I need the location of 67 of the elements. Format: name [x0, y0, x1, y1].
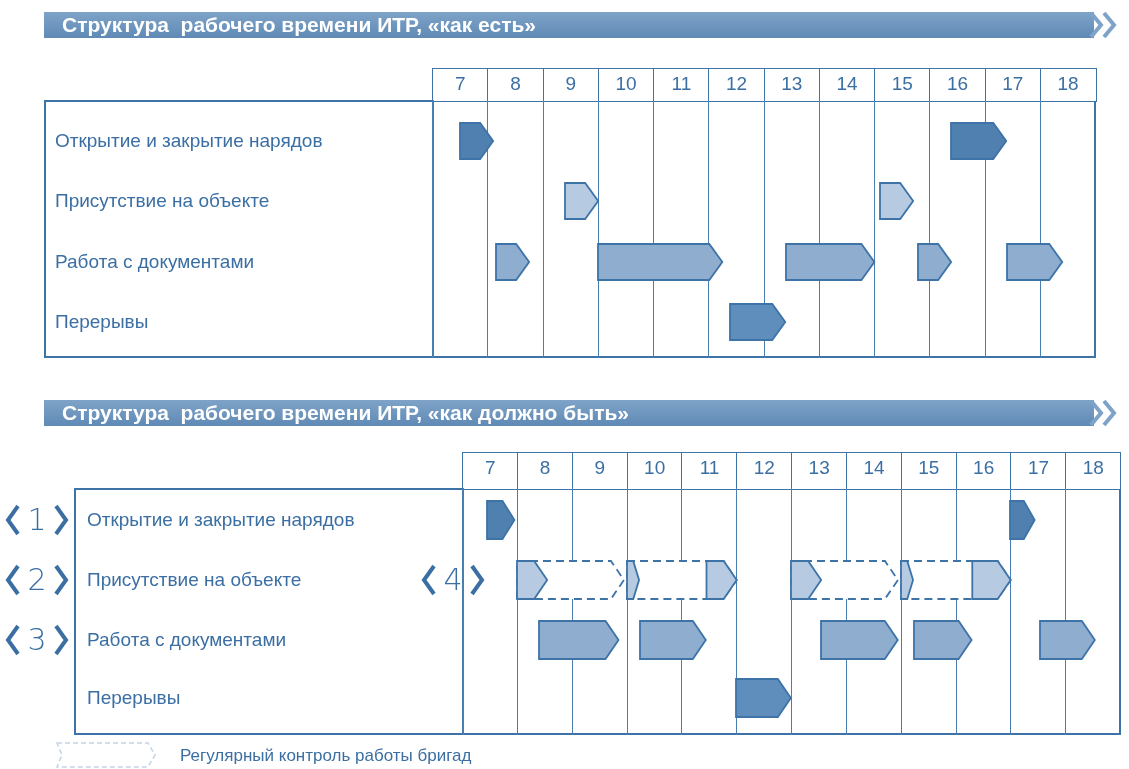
callout-number: 2: [4, 562, 70, 598]
hour-label: 10: [626, 452, 683, 490]
chevron-bar: [791, 561, 822, 599]
hour-label: 9: [571, 452, 628, 490]
row-label: Открытие и закрытие нарядов: [87, 508, 355, 532]
chevron-bar: [596, 243, 724, 281]
chevron-bar: [458, 122, 494, 160]
hour-label: 12: [708, 68, 765, 102]
row-label: Присутствие на объекте: [87, 568, 302, 592]
hour-label: 16: [955, 452, 1012, 490]
dashed-chevron-frame: [899, 560, 1012, 600]
hour-label: 7: [462, 452, 519, 490]
callout-number: 1: [4, 502, 70, 538]
chevron-bar: [913, 620, 973, 660]
hour-label: 11: [681, 452, 738, 490]
callout-number: 4: [420, 562, 486, 598]
hour-label: 15: [900, 452, 957, 490]
chevron-bar: [729, 303, 787, 341]
hour-label: 13: [791, 452, 848, 490]
row-label: Открытие и закрытие нарядов: [55, 129, 323, 153]
title-banner: Структура рабочего времени ИТР, «как есть»: [44, 12, 1094, 38]
chevron-bar: [1005, 243, 1063, 281]
chevron-bar: [735, 678, 792, 718]
chevron-bar: [494, 243, 530, 281]
hour-label: 8: [487, 68, 544, 102]
hour-label: 17: [1010, 452, 1067, 490]
hour-label: 14: [845, 452, 903, 490]
chevron-bar: [820, 620, 899, 660]
hour-label: 11: [653, 68, 710, 102]
chevron-bar: [971, 561, 1011, 599]
hour-label: 17: [984, 68, 1042, 102]
hour-label: 9: [542, 68, 600, 102]
chevron-bar: [639, 620, 707, 660]
hour-label: 15: [874, 68, 931, 102]
hour-label: 7: [432, 68, 489, 102]
chevron-bar: [706, 561, 737, 599]
chevron-bar: [900, 561, 913, 599]
legend-label: Регулярный контроль работы бригад: [180, 745, 472, 767]
hour-label: 8: [516, 452, 574, 490]
dashed-chevron-frame: [625, 560, 738, 600]
chevron-bar: [1009, 500, 1036, 540]
chevron-bar: [485, 500, 516, 540]
chevron-bar: [537, 620, 620, 660]
chevron-bar: [1039, 620, 1097, 660]
row-label: Присутствие на объекте: [55, 189, 270, 213]
row-label: Работа с документами: [55, 250, 255, 274]
dashed-chevron-frame: [790, 560, 899, 600]
row-label: Перерывы: [87, 686, 181, 710]
hour-label: 14: [818, 68, 876, 102]
chevron-bar: [784, 243, 875, 281]
chevron-bar: [950, 122, 1008, 160]
hour-label: 18: [1039, 68, 1097, 102]
chevron-bar: [563, 182, 599, 220]
hour-label: 12: [736, 452, 793, 490]
chevron-bar: [878, 182, 914, 220]
hour-label: 18: [1065, 452, 1122, 490]
row-label: Перерывы: [55, 310, 149, 334]
dashed-chevron-frame: [515, 560, 625, 600]
hour-label: 10: [597, 68, 655, 102]
chevron-bar: [626, 561, 639, 599]
row-label: Работа с документами: [87, 628, 287, 652]
chevron-bar: [917, 243, 953, 281]
title-banner: Структура рабочего времени ИТР, «как должно быть»: [44, 400, 1094, 426]
hour-label: 16: [929, 68, 986, 102]
chevron-bar: [516, 561, 547, 599]
callout-number: 3: [4, 622, 70, 658]
hour-label: 13: [763, 68, 821, 102]
